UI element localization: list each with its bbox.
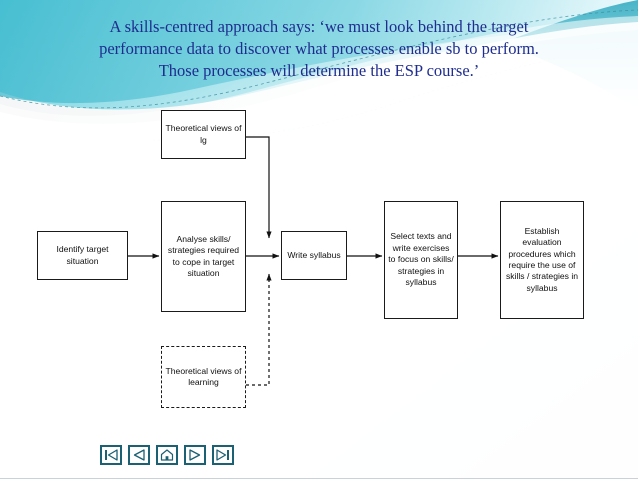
last-icon	[216, 449, 229, 461]
flow-node-select-texts: Select texts and write exercises to focu…	[384, 201, 458, 319]
previous-icon	[133, 449, 145, 461]
next-icon	[189, 449, 201, 461]
first-slide-button[interactable]	[100, 445, 122, 465]
flow-node-theoretical-views-of-learning: Theoretical views of learning	[161, 346, 246, 408]
title-line-2: performance data to discover what proces…	[99, 39, 539, 58]
next-slide-button[interactable]	[184, 445, 206, 465]
home-icon	[160, 449, 174, 461]
edge-theolearn-to-write	[246, 273, 272, 386]
title-line-1: A skills-centred approach says: ‘we must…	[109, 17, 529, 36]
flow-node-label: Select texts and write exercises to focu…	[388, 231, 454, 288]
flow-node-identify-target-situation: Identify target situation	[37, 231, 128, 280]
flow-node-theoretical-views-of-lg: Theoretical views of lg	[161, 110, 246, 159]
flow-node-label: Identify target situation	[56, 244, 109, 266]
flow-node-label: Establish evaluation procedures which re…	[505, 225, 579, 293]
previous-slide-button[interactable]	[128, 445, 150, 465]
first-icon	[105, 449, 118, 461]
edge-theolg-to-write	[246, 136, 272, 239]
flow-node-label: Theoretical views of learning	[165, 365, 242, 387]
flow-node-analyse-skills: Analyse skills/ strategies required to c…	[161, 201, 246, 312]
last-slide-button[interactable]	[212, 445, 234, 465]
slide-title: A skills-centred approach says: ‘we must…	[26, 16, 612, 82]
flow-node-label: Analyse skills/ strategies required to c…	[167, 233, 240, 278]
home-button[interactable]	[156, 445, 178, 465]
flow-node-write-syllabus: Write syllabus	[281, 231, 347, 280]
slide-navigation-bar	[100, 445, 234, 465]
flow-node-label: Theoretical views of lg	[165, 123, 242, 145]
flow-node-label: Write syllabus	[287, 249, 341, 260]
title-line-3: Those processes will determine the ESP c…	[158, 61, 480, 80]
flow-node-establish-evaluation: Establish evaluation procedures which re…	[500, 201, 584, 319]
